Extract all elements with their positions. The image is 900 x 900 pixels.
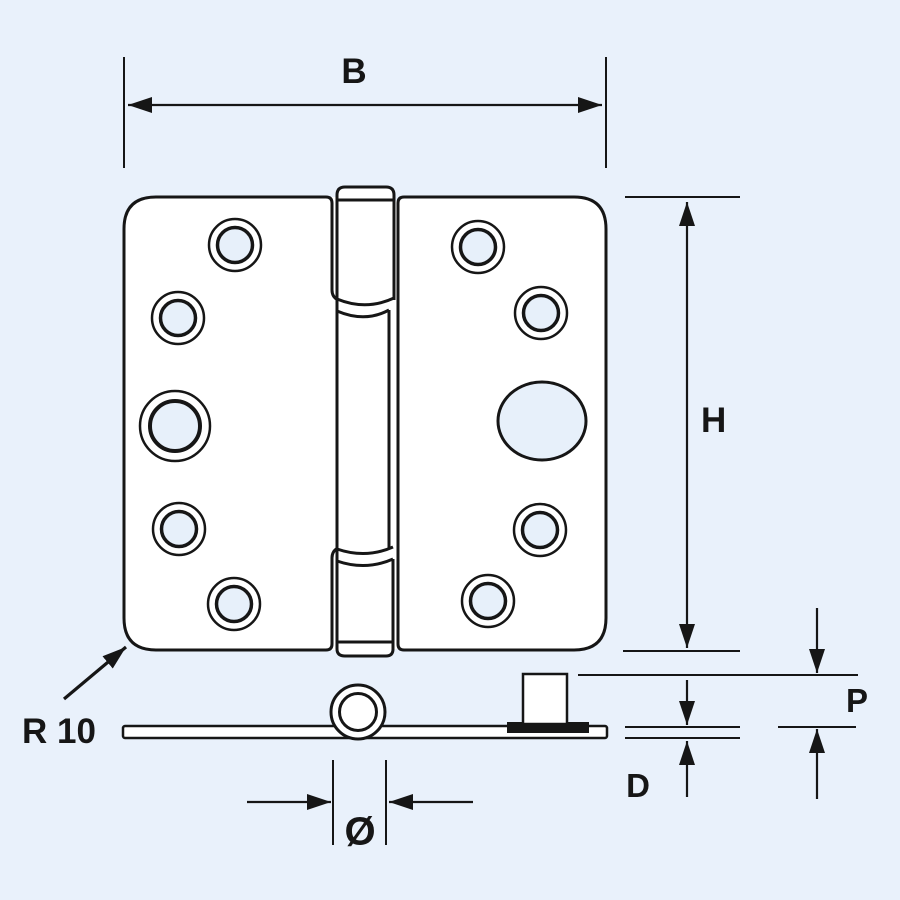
pin-block bbox=[521, 672, 569, 726]
screw-hole bbox=[206, 576, 262, 632]
leader-arrow bbox=[62, 645, 128, 701]
dimension-label-r10: R 10 bbox=[22, 712, 96, 751]
front-view bbox=[122, 185, 608, 658]
screw-hole bbox=[150, 290, 206, 346]
dimension-diameter: Ø bbox=[247, 760, 473, 854]
knuckle-joint-bottom-arc1 bbox=[336, 545, 394, 555]
hinge-barrel bbox=[335, 185, 396, 658]
screw-hole bbox=[151, 501, 207, 557]
knuckle-ring-inner bbox=[338, 692, 378, 732]
screw-hole-bore bbox=[159, 509, 199, 549]
pin-tip-cap bbox=[335, 642, 395, 658]
large-screw-hole bbox=[138, 389, 212, 463]
screw-hole bbox=[513, 285, 569, 341]
side-view bbox=[121, 672, 609, 741]
right-leaf-outline bbox=[396, 195, 608, 652]
dimension-label-p: P bbox=[846, 682, 868, 719]
screw-hole-bore bbox=[148, 399, 202, 453]
left-leaf-outline bbox=[122, 195, 339, 652]
dimension-d-thickness: D bbox=[625, 680, 740, 804]
pin-flange bbox=[507, 722, 589, 733]
dimension-h-height: H bbox=[623, 196, 740, 652]
screw-hole bbox=[460, 573, 516, 629]
dimension-label-d: D bbox=[626, 767, 650, 804]
screw-hole-bore bbox=[521, 293, 561, 333]
screw-hole-bore bbox=[214, 584, 254, 624]
screw-hole-bore bbox=[215, 225, 255, 265]
dimension-label-b: B bbox=[341, 52, 366, 91]
knuckle-joint-bottom-arc2 bbox=[336, 557, 394, 567]
dimension-p-pin-protrusion: P bbox=[578, 608, 868, 799]
screw-hole-bore bbox=[520, 510, 560, 550]
dimension-label-h: H bbox=[701, 401, 726, 440]
screw-hole bbox=[450, 219, 506, 275]
screw-hole-bore bbox=[468, 581, 508, 621]
dimension-corner-radius: R 10 bbox=[22, 645, 128, 751]
screw-hole bbox=[207, 217, 263, 273]
right-leaf-holes bbox=[450, 219, 588, 629]
left-leaf-holes bbox=[138, 217, 263, 632]
screw-hole-bore bbox=[158, 298, 198, 338]
knuckle-joint-top-arc2 bbox=[336, 308, 390, 319]
screw-hole bbox=[512, 502, 568, 558]
pin-head-cap bbox=[335, 185, 396, 201]
screw-hole-bore bbox=[458, 227, 498, 267]
barrel-fill bbox=[337, 187, 394, 656]
knuckle-joint-top-arc1 bbox=[336, 296, 395, 307]
dimension-b-width: B bbox=[123, 52, 607, 168]
large-plain-hole bbox=[496, 380, 588, 462]
dimension-label-diameter: Ø bbox=[344, 810, 375, 854]
